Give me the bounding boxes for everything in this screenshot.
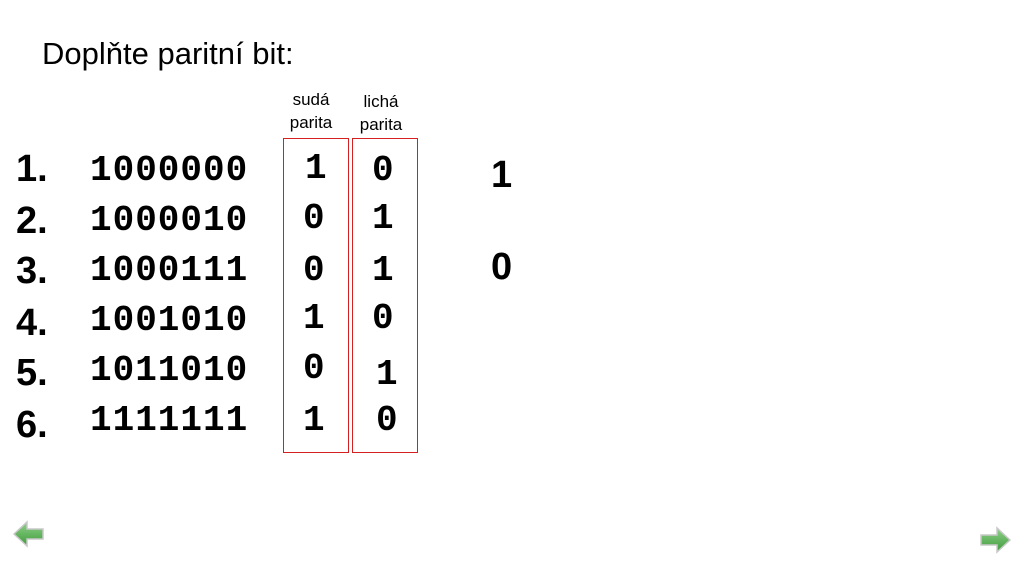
odd-parity-bit: 1 bbox=[372, 198, 394, 239]
odd-parity-bit: 1 bbox=[376, 354, 398, 395]
row-bits: 1000111 bbox=[90, 250, 249, 291]
even-parity-bit: 1 bbox=[303, 400, 325, 441]
even-parity-bit: 0 bbox=[303, 250, 325, 291]
even-parity-bit: 1 bbox=[303, 298, 325, 339]
even-parity-column-box bbox=[283, 138, 349, 453]
odd-parity-header: lichá parita bbox=[359, 92, 403, 134]
row-bits: 1111111 bbox=[90, 400, 249, 441]
even-parity-bit: 1 bbox=[305, 148, 327, 189]
row-bits: 1001010 bbox=[90, 300, 249, 341]
row-bits: 1000010 bbox=[90, 200, 249, 241]
even-parity-bit: 0 bbox=[303, 198, 325, 239]
odd-parity-column-box bbox=[352, 138, 418, 453]
forward-button[interactable] bbox=[978, 526, 1012, 554]
side-value: 0 bbox=[491, 246, 513, 288]
row-number: 5. bbox=[16, 352, 48, 394]
odd-parity-bit: 0 bbox=[376, 400, 398, 441]
odd-parity-bit: 0 bbox=[372, 298, 394, 339]
arrow-right-icon bbox=[980, 526, 1012, 554]
page-title: Doplňte paritní bit: bbox=[42, 36, 294, 71]
row-bits: 1000000 bbox=[90, 150, 249, 191]
arrow-left-icon bbox=[12, 520, 44, 548]
row-number: 2. bbox=[16, 200, 48, 242]
row-number: 3. bbox=[16, 250, 48, 292]
row-number: 1. bbox=[16, 148, 48, 190]
row-number: 4. bbox=[16, 302, 48, 344]
even-parity-header: sudá parita bbox=[289, 90, 333, 132]
even-parity-bit: 0 bbox=[303, 348, 325, 389]
back-button[interactable] bbox=[12, 520, 46, 548]
row-number: 6. bbox=[16, 404, 48, 446]
row-bits: 1011010 bbox=[90, 350, 249, 391]
odd-parity-bit: 1 bbox=[372, 250, 394, 291]
odd-parity-bit: 0 bbox=[372, 150, 394, 191]
side-value: 1 bbox=[491, 154, 513, 196]
